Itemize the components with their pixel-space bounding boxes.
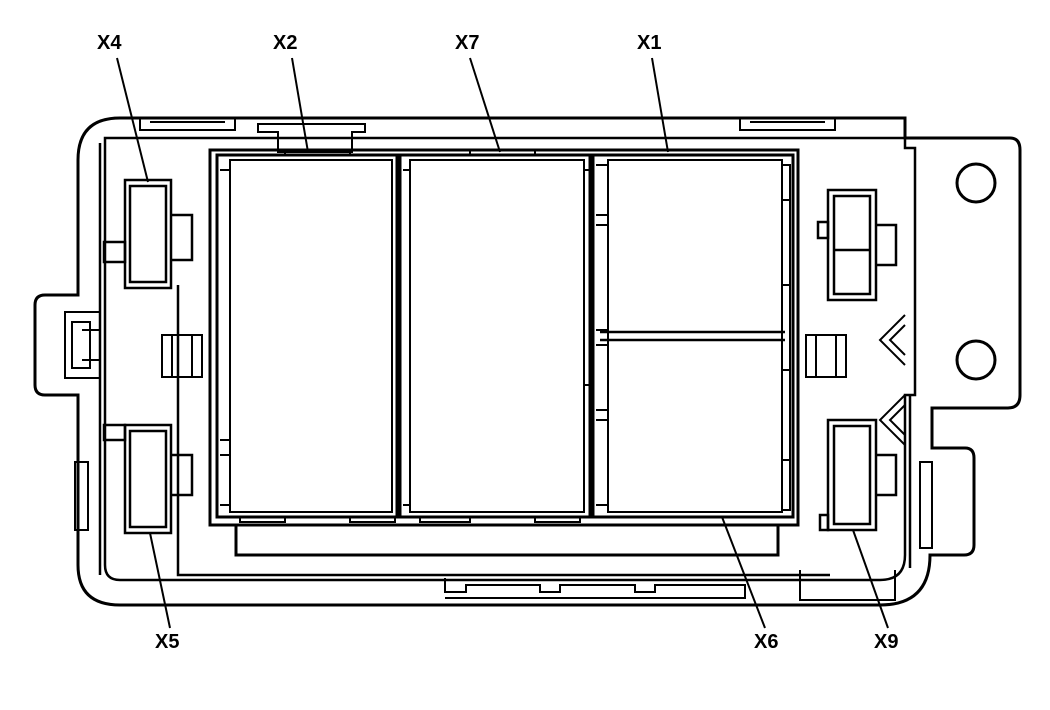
connector-x9 — [818, 418, 898, 532]
left-side-tab — [64, 311, 101, 379]
connector-right-upper — [816, 188, 898, 302]
label-x5: X5 — [155, 631, 180, 653]
leader-lines — [116, 57, 889, 629]
left-brackets — [74, 334, 933, 549]
label-x1: X1 — [637, 32, 662, 54]
connector-x4 — [102, 178, 194, 290]
relay-x7 — [398, 149, 592, 523]
label-x7: X7 — [455, 32, 480, 54]
outer-housing — [33, 116, 1022, 607]
mounting-flange — [955, 162, 997, 381]
zigzag-clip — [878, 314, 906, 446]
latch-tabs — [139, 118, 896, 601]
relay-x1-x6 — [591, 153, 795, 519]
relay-x2 — [215, 149, 399, 523]
label-x2: X2 — [273, 32, 298, 54]
label-x4: X4 — [97, 32, 122, 54]
label-x6: X6 — [754, 631, 779, 653]
label-x9: X9 — [874, 631, 899, 653]
module-frame — [208, 148, 800, 557]
connector-x5 — [102, 423, 194, 535]
